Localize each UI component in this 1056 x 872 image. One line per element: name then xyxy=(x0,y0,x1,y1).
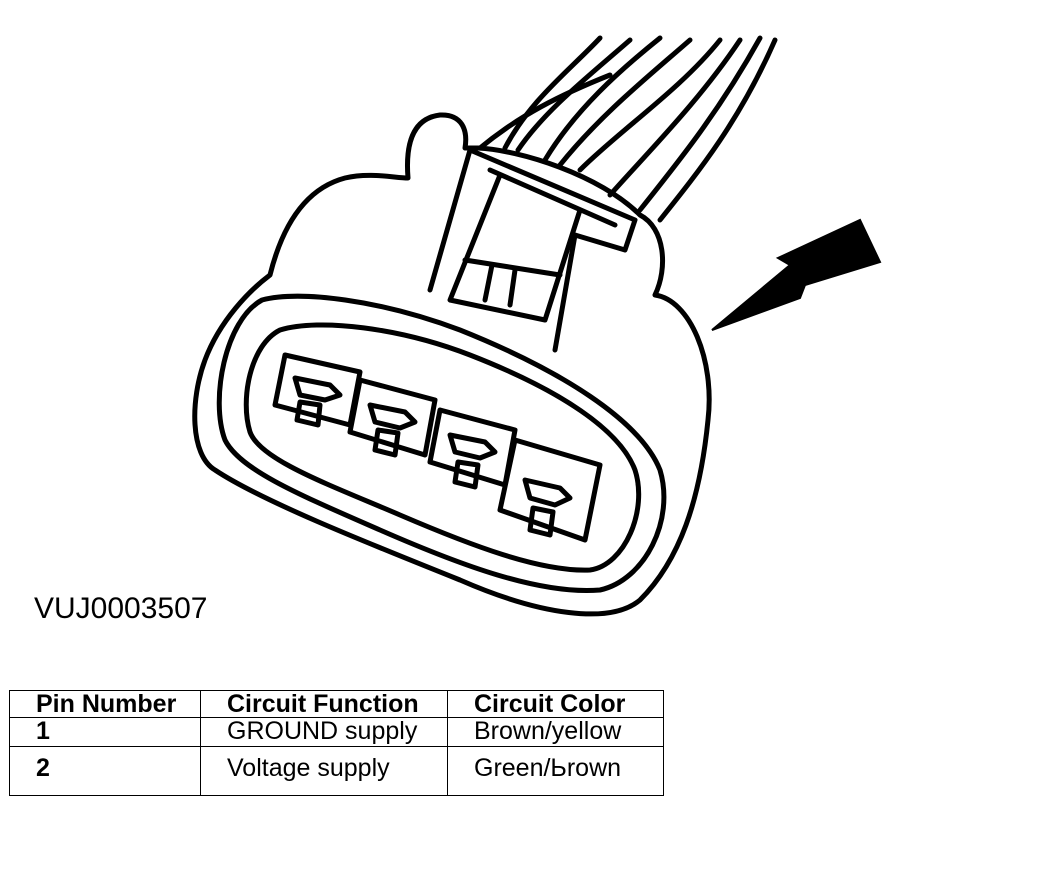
header-circuit-function: Circuit Function xyxy=(200,690,448,718)
figure-id-label: VUJ0003507 xyxy=(34,592,208,625)
header-pin-number: Pin Number xyxy=(9,690,201,718)
cell-pin-number: 2 xyxy=(9,746,201,796)
terminal-cavities xyxy=(272,352,603,543)
header-circuit-color: Circuit Color xyxy=(447,690,664,718)
cell-circuit-color: Green/Ьrown xyxy=(447,746,664,796)
table-header-row: Pin Number Circuit Function Circuit Colo… xyxy=(9,690,664,718)
wire-bundle xyxy=(477,35,778,223)
cell-circuit-color: Brown/yellow xyxy=(447,717,664,747)
connector-diagram xyxy=(192,35,882,617)
pin-table: Pin Number Circuit Function Circuit Colo… xyxy=(9,690,664,796)
table-row: 1 GROUND supply Brown/yellow xyxy=(9,717,664,747)
cell-circuit-function: Voltage supply xyxy=(200,746,448,796)
arrow-icon xyxy=(711,218,882,331)
table-row: 2 Voltage supply Green/Ьrown xyxy=(9,746,664,796)
connector-latch xyxy=(427,147,638,353)
cell-circuit-function: GROUND supply xyxy=(200,717,448,747)
connector-face-rim xyxy=(216,293,667,594)
connector-housing xyxy=(192,112,712,617)
cell-pin-number: 1 xyxy=(9,717,201,747)
